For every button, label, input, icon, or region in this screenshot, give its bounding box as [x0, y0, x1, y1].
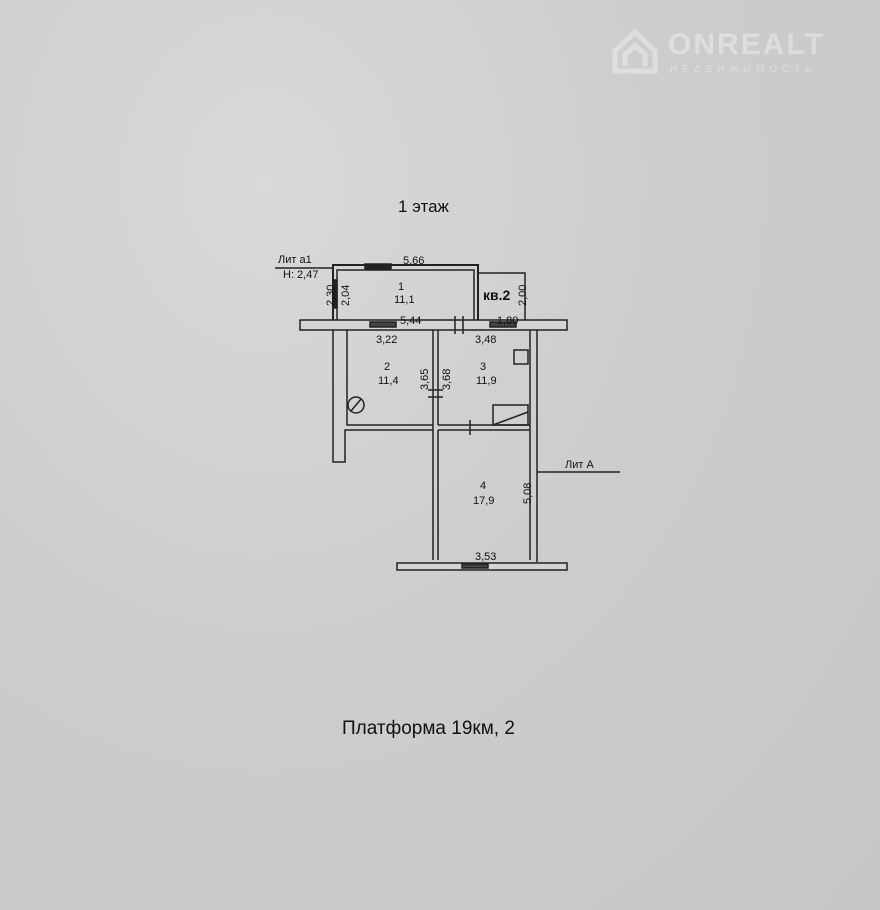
- apartment-label: кв.2: [483, 287, 511, 303]
- room-2-number: 2: [384, 361, 390, 373]
- window-bottom: [461, 563, 489, 569]
- window-top: [364, 263, 392, 270]
- dim-180: 1,80: [497, 315, 518, 327]
- dim-368: 3,68: [441, 369, 453, 390]
- room-1-area: 11,1: [394, 294, 415, 306]
- dim-200: 2,00: [517, 285, 529, 306]
- window-main-right: [489, 321, 517, 328]
- dim-566: 5,66: [403, 255, 424, 267]
- window-left: [332, 279, 338, 309]
- kv2-block: [478, 272, 526, 322]
- house-icon: [612, 28, 658, 74]
- watermark-tagline: НЕДВИЖИМОСТЬ: [670, 64, 817, 75]
- lit-a1-label: Лит а1: [278, 254, 312, 266]
- room-4-number: 4: [480, 480, 486, 492]
- room-3-area: 11,9: [476, 375, 497, 387]
- stove-icon: [513, 349, 529, 365]
- dim-230: 2,30: [325, 285, 337, 306]
- boiler-icon: [347, 396, 365, 414]
- window-main-left: [369, 321, 397, 328]
- dim-348: 3,48: [475, 334, 496, 346]
- room-4-area: 17,9: [473, 495, 494, 507]
- dim-204: 2,04: [340, 285, 352, 306]
- watermark-brand: ONREALT: [668, 28, 825, 61]
- dim-322: 3,22: [376, 334, 397, 346]
- interior-wall: [432, 330, 439, 560]
- address-caption: Платформа 19км, 2: [342, 718, 515, 739]
- dim-353: 3,53: [475, 551, 496, 563]
- dim-365: 3,65: [419, 369, 431, 390]
- left-wall: [332, 330, 433, 463]
- sink-icon: [492, 404, 529, 426]
- height-label: Н: 2,47: [283, 269, 318, 281]
- room-2-area: 11,4: [378, 375, 399, 387]
- room-3-number: 3: [480, 361, 486, 373]
- main-wall: [299, 319, 568, 331]
- room-1-number: 1: [398, 281, 404, 293]
- floor-title: 1 этаж: [398, 197, 450, 216]
- lit-a-label: Лит А: [565, 459, 594, 471]
- right-wall: [529, 330, 538, 562]
- dim-508: 5,08: [522, 483, 534, 504]
- dim-544: 5,44: [400, 315, 421, 327]
